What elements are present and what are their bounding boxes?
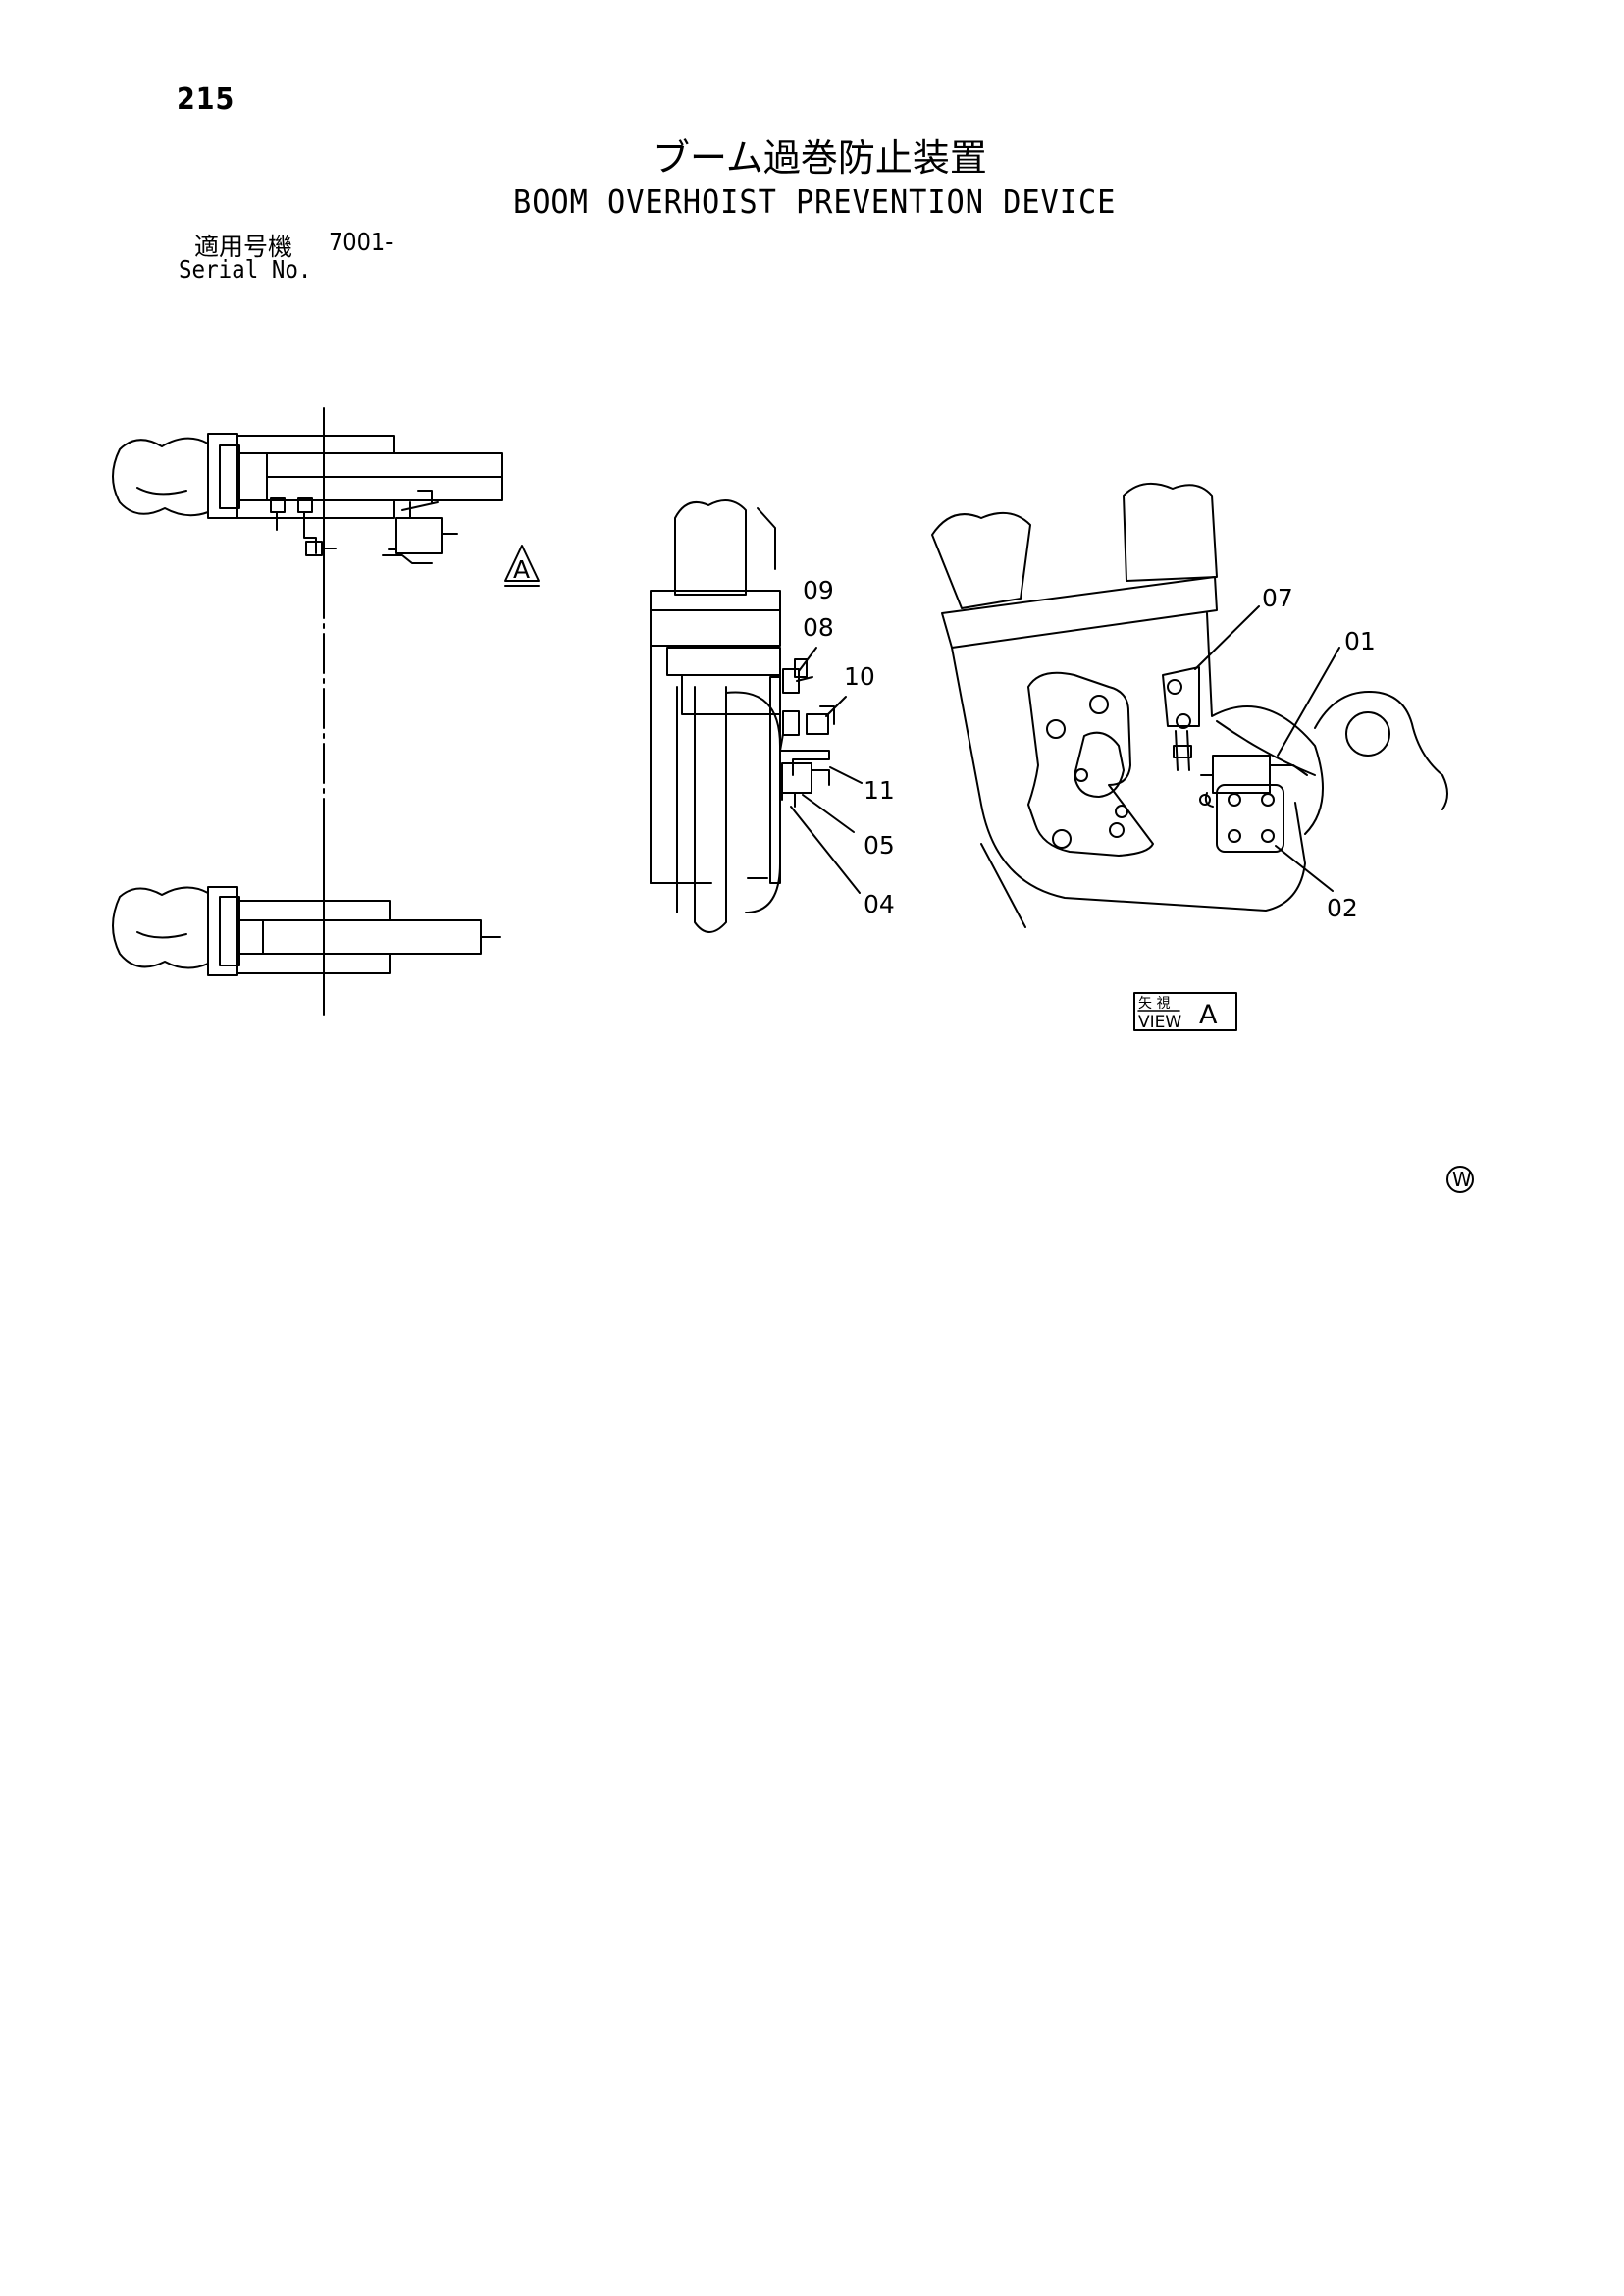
serial-number: 7001- (329, 228, 393, 256)
view-marker-a: A (504, 545, 540, 587)
page-number: 215 (177, 82, 236, 117)
view-a-callouts: 07 01 02 (1262, 584, 1376, 922)
view-box-letter: A (1199, 1000, 1218, 1030)
callout-09: 09 (803, 576, 834, 604)
serial-label-english: Serial No. (179, 255, 312, 284)
callout-10: 10 (844, 662, 875, 691)
page-title-japanese: ブーム過巻防止装置 (653, 136, 987, 180)
top-view-lower-assembly (112, 886, 501, 976)
callout-08: 08 (803, 613, 834, 642)
callout-07: 07 (1262, 584, 1293, 612)
view-a-label-box: 矢 視 VIEW A (1133, 992, 1237, 1032)
callout-11: 11 (864, 776, 895, 805)
callout-05: 05 (864, 831, 895, 860)
svg-text:W: W (1452, 1168, 1472, 1191)
view-box-label-english: VIEW (1138, 1013, 1181, 1032)
callout-02: 02 (1327, 894, 1358, 922)
top-view-upper-assembly (112, 407, 503, 580)
page-title-english: BOOM OVERHOIST PREVENTION DEVICE (513, 183, 1117, 221)
callout-04: 04 (864, 890, 895, 918)
side-view-callouts: 09 08 10 11 05 04 (803, 576, 895, 918)
view-box-label-japanese: 矢 視 (1138, 996, 1170, 1012)
view-a-assembly (931, 482, 1448, 928)
callout-01: 01 (1344, 627, 1376, 655)
svg-text:A: A (513, 555, 530, 584)
side-view-assembly (650, 499, 863, 933)
serial-label-japanese: 適用号機 (194, 233, 293, 261)
corner-mark: W (1446, 1166, 1474, 1193)
